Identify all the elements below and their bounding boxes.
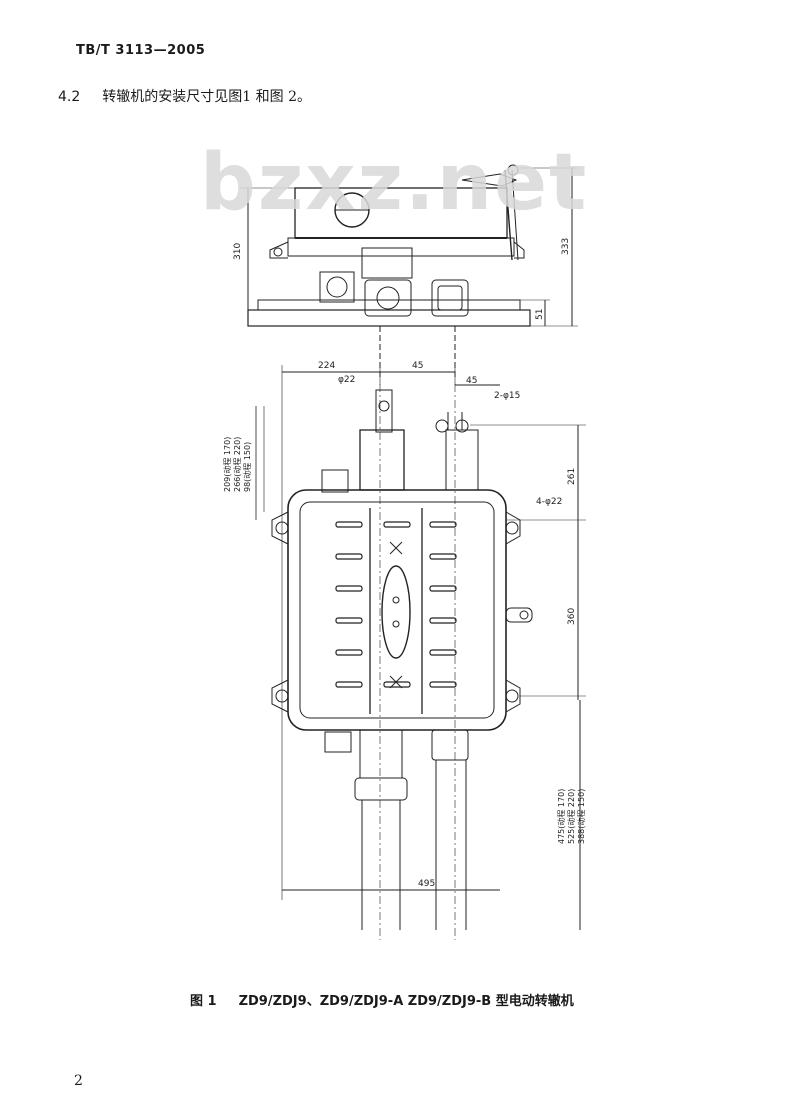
dim-2-phi15: 2-φ15 — [494, 391, 520, 401]
dim-45-side: 45 — [466, 376, 477, 386]
dim-261: 261 — [567, 468, 577, 485]
upper-stroke-1: 209(动程 170) — [222, 437, 232, 492]
dim-45-top: 45 — [412, 361, 423, 371]
clause-paragraph: 4.2 转辙机的安装尺寸见图1 和图 2。 — [58, 86, 311, 106]
clause-number: 4.2 — [58, 89, 81, 105]
standard-number: TB/T 3113—2005 — [76, 43, 206, 58]
clause-text: 转辙机的安装尺寸见图1 和图 2。 — [102, 89, 311, 105]
elevation-view — [240, 164, 578, 380]
dim-4-phi22: 4-φ22 — [536, 497, 562, 507]
lower-stroke-1: 475(动程 170) — [556, 789, 566, 844]
dim-224: 224 — [318, 361, 335, 371]
dim-360: 360 — [567, 608, 577, 625]
figure-caption-text: ZD9/ZDJ9、ZD9/ZDJ9-A ZD9/ZDJ9-B 型电动转辙机 — [238, 994, 574, 1009]
upper-stroke-3: 98(动程 150) — [242, 442, 252, 492]
dim-phi22: φ22 — [338, 375, 355, 385]
figure-caption: 图 1 ZD9/ZDJ9、ZD9/ZDJ9-A ZD9/ZDJ9-B 型电动转辙机 — [190, 990, 574, 1009]
lower-stroke-3: 388(动程 150) — [576, 789, 586, 844]
dim-495: 495 — [418, 879, 435, 889]
page-number: 2 — [74, 1073, 83, 1089]
plan-view — [255, 365, 586, 940]
dim-310: 310 — [233, 243, 243, 260]
upper-stroke-2: 266(动程 220) — [232, 437, 242, 492]
figure-label: 图 1 — [190, 994, 217, 1009]
lower-stroke-2: 525(动程 220) — [566, 789, 576, 844]
dim-333: 333 — [561, 238, 571, 255]
dim-51: 51 — [535, 309, 545, 320]
technical-drawing: 310 333 51 224 45 φ22 45 2-φ15 261 4-φ22… — [200, 140, 620, 940]
